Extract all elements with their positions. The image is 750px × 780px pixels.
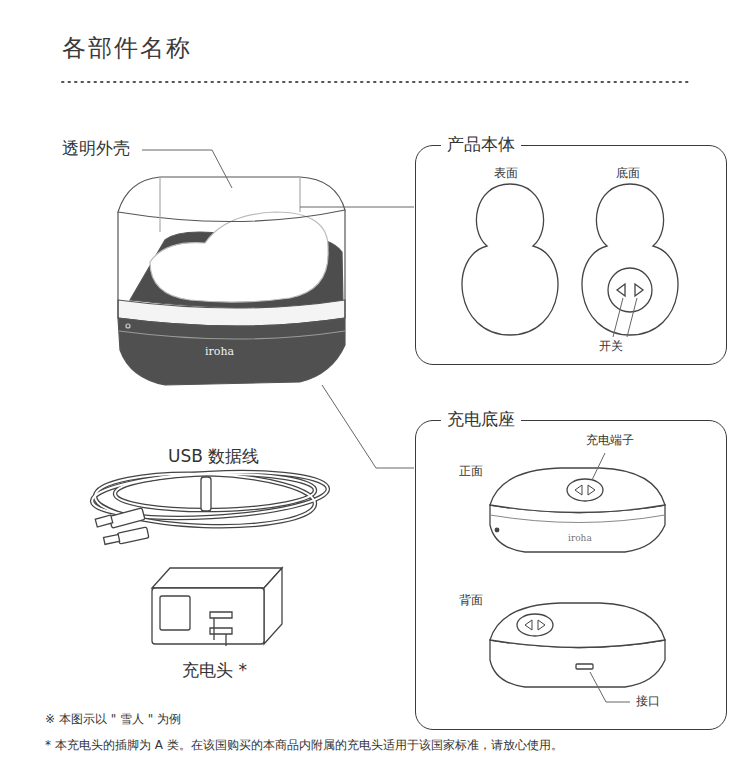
part-name: 充电头 * [182, 660, 247, 680]
leader-lines [142, 150, 414, 468]
part-panel: 充电底座充电端子正面背面接口 [415, 420, 727, 730]
part-panel: 产品本体表面底面开关 [415, 145, 727, 365]
port-leader [590, 672, 630, 702]
part-name: 充电端子 [586, 433, 634, 447]
brand-mark: iroha [568, 533, 592, 544]
charging-base-front [490, 468, 665, 552]
part-name: USB 数据线 [168, 446, 259, 466]
product-in-case [118, 177, 345, 385]
page-title: 各部件名称 [62, 34, 192, 63]
view-label: 正面 [459, 464, 483, 478]
charger [152, 568, 282, 646]
view-label: 底面 [616, 166, 640, 180]
terminal-leader [592, 453, 605, 480]
note: ※ 本图示以 " 雪人 " 为例 [45, 712, 181, 726]
brand-mark: iroha [205, 345, 234, 358]
part-name: 接口 [636, 694, 660, 708]
switch-leaders [613, 298, 637, 337]
charging-base-back [490, 603, 665, 687]
note: * 本充电头的插脚为 A 类。在该国购买的本商品内附属的充电头适用于该国家标准，… [45, 738, 563, 752]
part-name: 透明外壳 [62, 138, 130, 158]
usb-cable [91, 467, 329, 545]
product-body [462, 184, 678, 335]
part-name: 开关 [599, 339, 623, 353]
panel-heading: 产品本体 [441, 134, 521, 154]
panel-heading: 充电底座 [441, 409, 521, 429]
view-label: 背面 [459, 593, 483, 607]
view-label: 表面 [494, 166, 518, 180]
dotted-rule [62, 81, 692, 83]
